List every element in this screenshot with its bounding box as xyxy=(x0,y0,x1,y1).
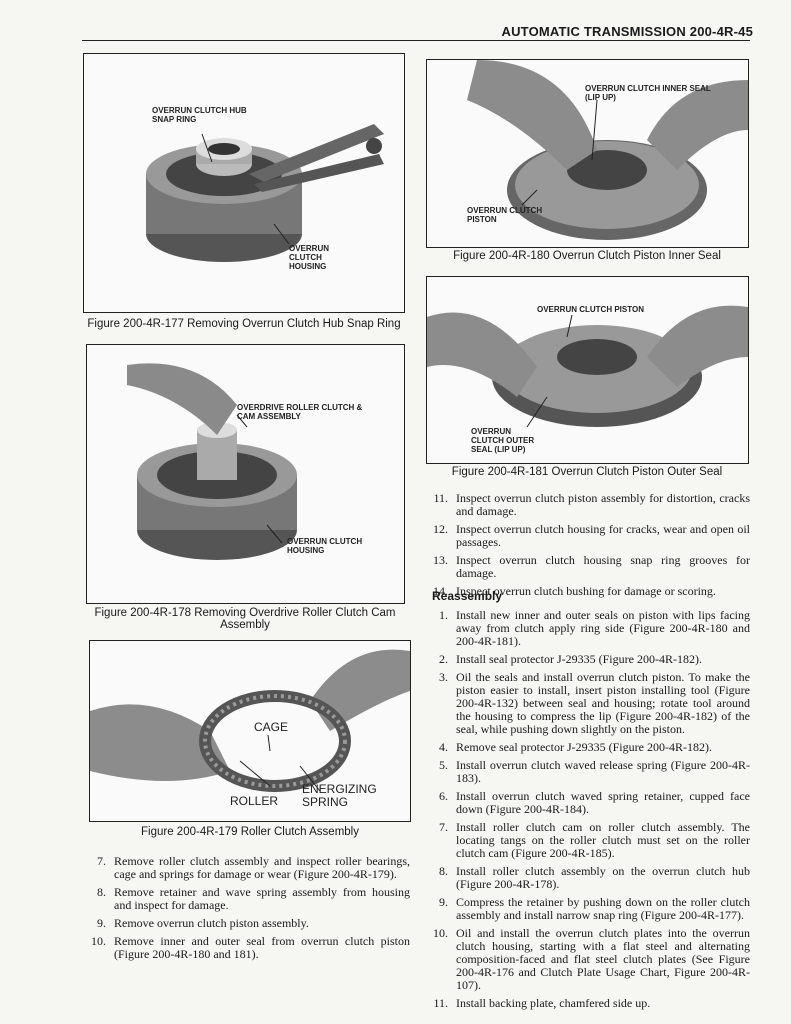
list-item: 6.Install overrun clutch waved spring re… xyxy=(439,789,750,816)
list-item: 8.Remove retainer and wave spring assemb… xyxy=(97,885,410,912)
list-item: 2.Install seal protector J-29335 (Figure… xyxy=(439,652,702,666)
figure-181-label-outer-seal: OVERRUN CLUTCH OUTER SEAL (LIP UP) xyxy=(471,427,535,454)
clutch-hub-snap-ring-illustration xyxy=(146,124,384,262)
list-item: 3.Oil the seals and install overrun clut… xyxy=(439,670,750,736)
figure-180-caption: Figure 200-4R-180 Overrun Clutch Piston … xyxy=(453,250,721,262)
figure-177-caption: Figure 200-4R-177 Removing Overrun Clutc… xyxy=(87,318,401,330)
figure-180-label-piston: OVERRUN CLUTCH PISTON xyxy=(467,206,543,224)
reassembly-steps-list: 1.Install new inner and outer seals on p… xyxy=(430,609,750,1015)
list-item: 11.Inspect overrun clutch piston assembl… xyxy=(433,491,750,518)
figure-181-caption: Figure 200-4R-181 Overrun Clutch Piston … xyxy=(451,466,723,478)
list-item: 9.Compress the retainer by pushing down … xyxy=(439,895,750,922)
list-item: 9.Remove overrun clutch piston assembly. xyxy=(97,916,309,930)
figure-177-label-housing: OVERRUN CLUTCH HOUSING xyxy=(289,244,330,271)
list-item: 11.Install backing plate, chamfered side… xyxy=(433,996,651,1010)
list-item: 1.Install new inner and outer seals on p… xyxy=(439,608,750,648)
list-item: 10.Oil and install the overrun clutch pl… xyxy=(433,926,750,992)
figure-181: OVERRUN CLUTCH PISTON OVERRUN CLUTCH OUT… xyxy=(426,276,749,464)
list-item: 14.Inspect overrun clutch bushing for da… xyxy=(433,584,716,598)
list-item: 10.Remove inner and outer seal from over… xyxy=(91,934,410,961)
list-item: 12.Inspect overrun clutch housing for cr… xyxy=(433,522,750,549)
roller-clutch-cam-illustration xyxy=(127,363,297,560)
figure-180-label-inner-seal: OVERRUN CLUTCH INNER SEAL (LIP UP) xyxy=(585,84,711,102)
figure-179-label-energizing-spring: ENERGIZING SPRING xyxy=(302,782,377,809)
figure-179-label-roller: ROLLER xyxy=(230,794,279,808)
figure-178-label-housing: OVERRUN CLUTCH HOUSING xyxy=(287,537,363,555)
figure-178-label-cam-assembly: OVERDRIVE ROLLER CLUTCH & CAM ASSEMBLY xyxy=(237,403,363,421)
list-item: 7.Install roller clutch cam on roller cl… xyxy=(439,820,750,860)
figure-178: OVERDRIVE ROLLER CLUTCH & CAM ASSEMBLY O… xyxy=(86,344,405,604)
figure-179: CAGE ENERGIZING SPRING ROLLER xyxy=(89,640,411,822)
page-header: AUTOMATIC TRANSMISSION 200-4R-45 xyxy=(501,24,753,39)
figure-177: OVERRUN CLUTCH HUB SNAP RING OVERRUN CLU… xyxy=(83,53,405,313)
right-steps-list: 11.Inspect overrun clutch piston assembl… xyxy=(430,492,750,603)
figure-179-label-cage: CAGE xyxy=(254,720,289,734)
list-item: 4.Remove seal protector J-29335 (Figure … xyxy=(439,740,712,754)
list-item: 7.Remove roller clutch assembly and insp… xyxy=(97,854,410,881)
list-item: 13.Inspect overrun clutch housing snap r… xyxy=(433,553,750,580)
figure-179-caption: Figure 200-4R-179 Roller Clutch Assembly xyxy=(141,826,359,838)
piston-inner-seal-illustration xyxy=(467,60,748,240)
left-steps-list: 7.Remove roller clutch assembly and insp… xyxy=(88,855,410,966)
header-rule xyxy=(82,40,750,41)
roller-clutch-assembly-illustration xyxy=(90,649,410,792)
list-item: 8.Install roller clutch assembly on the … xyxy=(439,864,750,891)
figure-177-label-snap-ring: OVERRUN CLUTCH HUB SNAP RING xyxy=(152,106,247,124)
figure-180: OVERRUN CLUTCH INNER SEAL (LIP UP) OVERR… xyxy=(426,59,749,248)
figure-178-caption: Figure 200-4R-178 Removing Overdrive Rol… xyxy=(94,607,396,631)
list-item: 5.Install overrun clutch waved release s… xyxy=(439,758,750,785)
piston-outer-seal-illustration xyxy=(427,305,748,428)
reassembly-heading: Reassembly xyxy=(432,589,503,603)
figure-181-label-piston: OVERRUN CLUTCH PISTON xyxy=(537,305,644,314)
